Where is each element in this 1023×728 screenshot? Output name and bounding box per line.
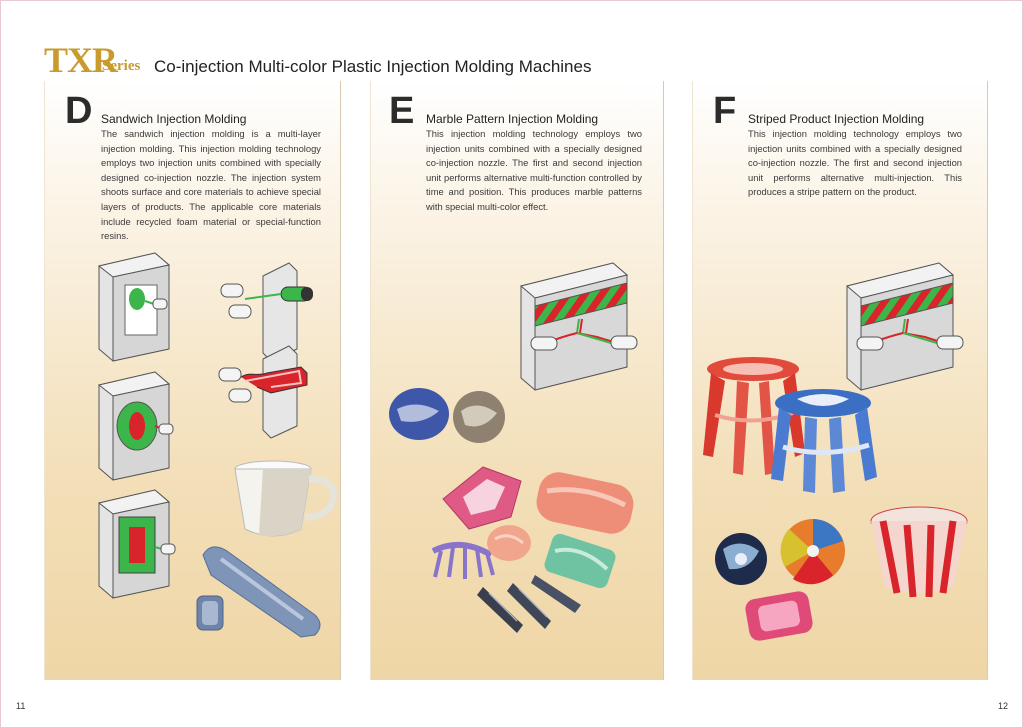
page-number-left: 11 xyxy=(16,701,26,711)
section-body: This injection molding technology employ… xyxy=(426,128,642,212)
mold-diagram-striped xyxy=(845,262,964,391)
mold-diagram-final xyxy=(97,489,176,599)
nozzle-detail-skin xyxy=(220,262,313,362)
nozzle-detail-core xyxy=(218,345,308,439)
product-photo-pink-tray xyxy=(745,591,813,641)
section-body: The sandwich injection molding is a mult… xyxy=(101,128,321,242)
page-title: Co-injection Multi-color Plastic Injecti… xyxy=(154,57,592,76)
section-title: Striped Product Injection Molding xyxy=(748,112,925,126)
section-title: Sandwich Injection Molding xyxy=(101,112,247,126)
product-photo-hair-clip xyxy=(431,542,495,579)
section-letter: D xyxy=(65,90,93,132)
mold-diagram-skin-fill xyxy=(97,252,171,362)
brand-series-label: Series xyxy=(102,58,141,74)
marble-illustrations xyxy=(389,262,638,633)
mold-diagram-core-fill xyxy=(97,371,174,481)
product-photo-pink-frame xyxy=(442,466,522,530)
section-panel-sandwich: D Sandwich Injection Molding The sandwic… xyxy=(44,81,341,680)
striped-illustrations xyxy=(703,262,968,641)
brand-logo-txr: TXR xyxy=(44,40,118,80)
product-photo-blue-handle xyxy=(196,546,321,638)
product-photo-blue-stool xyxy=(771,389,877,493)
section-letter: F xyxy=(713,90,737,132)
section-letter: E xyxy=(389,90,415,132)
product-photo-dark-handles xyxy=(477,575,581,633)
section-body: This injection molding technology employ… xyxy=(748,128,962,198)
product-photo-coral-case xyxy=(536,472,634,534)
page-number-right: 12 xyxy=(998,701,1009,711)
sandwich-illustrations xyxy=(97,252,337,638)
section-title: Marble Pattern Injection Molding xyxy=(426,112,599,126)
section-panel-striped: F Striped Product Injection Molding This… xyxy=(692,81,988,680)
product-photo-peach-disc xyxy=(487,525,531,561)
product-photo-marble-eggs xyxy=(389,388,505,443)
product-photo-bowls xyxy=(715,519,845,585)
product-photo-cup xyxy=(234,460,337,537)
mold-diagram-marble xyxy=(519,262,638,391)
product-photo-green-case xyxy=(544,533,616,589)
section-panel-marble: E Marble Pattern Injection Molding This … xyxy=(370,81,664,680)
product-photo-striped-bucket xyxy=(870,506,968,598)
